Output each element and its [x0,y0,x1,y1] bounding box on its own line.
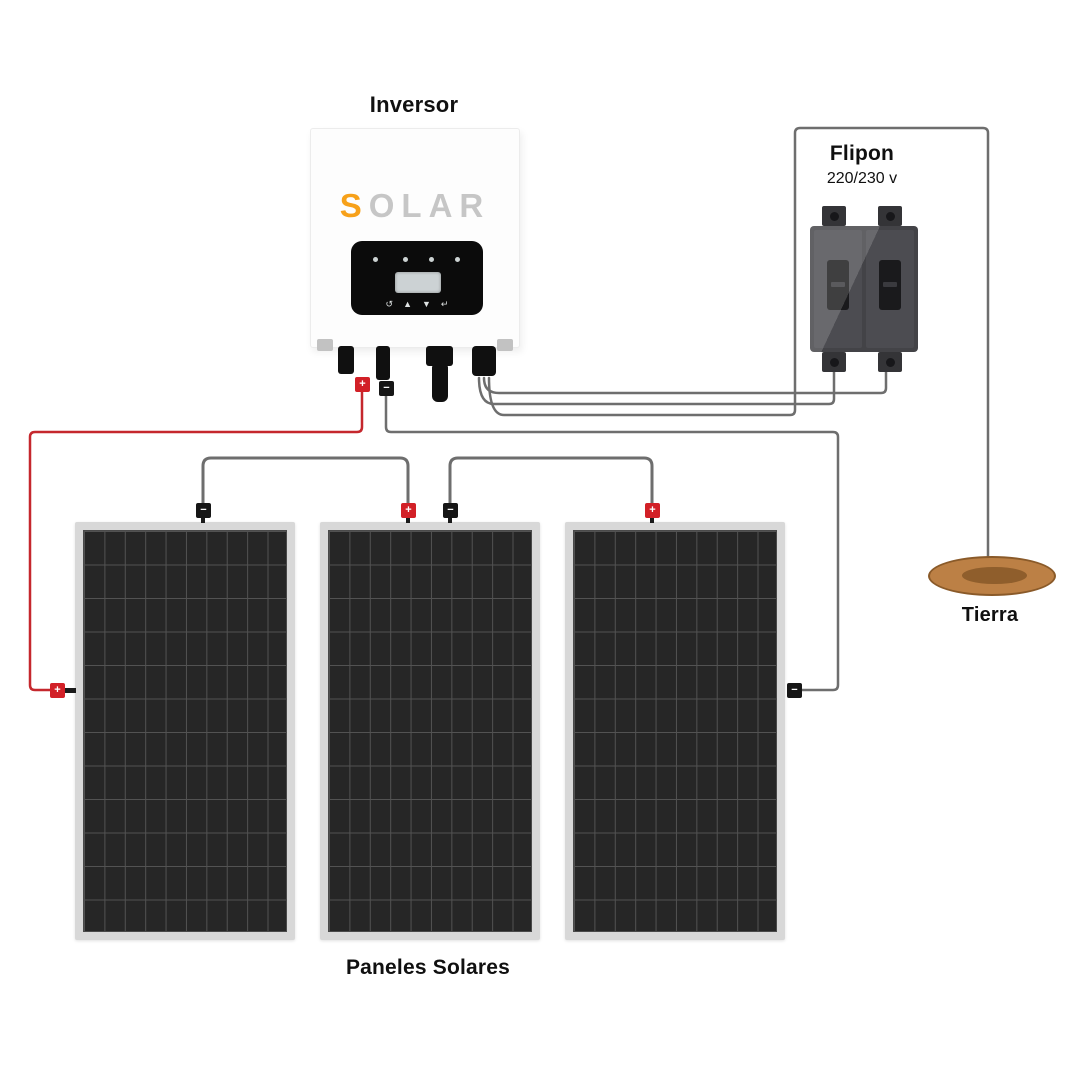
solar-panel-cells [83,530,287,932]
connector-stub [650,517,654,523]
ac-wire-2 [477,366,836,406]
breaker-voltage: 220/230 v [826,170,898,187]
panel3-plus-terminal: + [645,503,660,518]
ground-label: Tierra [961,604,1019,626]
status-led [373,257,378,262]
display-buttons: ↺ ▲ ▼ ↵ [351,299,483,309]
breaker-switch[interactable] [827,260,849,310]
earth-ground-hole [962,566,1027,584]
status-led [403,257,408,262]
enter-button-icon[interactable]: ↵ [440,299,449,309]
connector-stub [64,688,76,693]
mounting-tab [497,339,513,351]
inverter-logo-rest: OLAR [368,187,491,224]
breaker-terminal-bottom-left [822,352,846,372]
connector-stub [448,517,452,523]
status-led [429,257,434,262]
inverter-title: Inversor [369,92,459,117]
inverter-display: ↺ ▲ ▼ ↵ [351,241,483,315]
panel1-minus-terminal: − [196,503,211,518]
down-button-icon[interactable]: ▼ [422,299,431,309]
breaker-title: Flipon [829,142,895,165]
mc4-connector-body [432,362,448,402]
inverter-pv-minus-terminal: − [379,381,394,396]
panel2-plus-terminal: + [401,503,416,518]
up-button-icon[interactable]: ▲ [403,299,412,309]
mc4-connector-head [426,346,453,366]
panel2-minus-terminal: − [443,503,458,518]
panel3-minus-terminal: − [787,683,802,698]
dc-connector-2 [376,346,390,380]
earth-ground [928,556,1056,596]
inverter: SOLAR ↺ ▲ ▼ ↵ [310,128,520,348]
breaker-switch[interactable] [879,260,901,310]
mounting-tab [317,339,333,351]
panel1-plus-terminal: + [50,683,65,698]
panels-label: Paneles Solares [345,956,511,979]
breaker-terminal-bottom-right [878,352,902,372]
pv-positive-wire [28,389,364,692]
solar-panel-cells [573,530,777,932]
connector-stub [201,517,205,523]
inverter-logo-s: S [339,187,369,224]
pv-negative-wire [384,393,840,692]
series-wire-1 [201,456,410,506]
inverter-logo: SOLAR [311,187,519,225]
ground-wire [487,126,990,574]
inverter-pv-plus-terminal: + [355,377,370,392]
solar-panel-3 [565,522,785,940]
escape-button-icon[interactable]: ↺ [385,299,394,309]
breaker-terminal-top-left [822,206,846,226]
breaker [810,226,918,352]
solar-panel-2 [320,522,540,940]
lcd-screen [395,272,441,293]
connector-stub [406,517,410,523]
status-led [455,257,460,262]
solar-panel-1 [75,522,295,940]
series-wire-2 [448,456,654,506]
solar-panel-cells [328,530,532,932]
breaker-terminal-top-right [878,206,902,226]
ac-wire-1 [482,366,888,395]
breaker-highlight [810,226,918,352]
dc-connector-1 [338,346,354,374]
ac-output-connector [472,346,496,376]
